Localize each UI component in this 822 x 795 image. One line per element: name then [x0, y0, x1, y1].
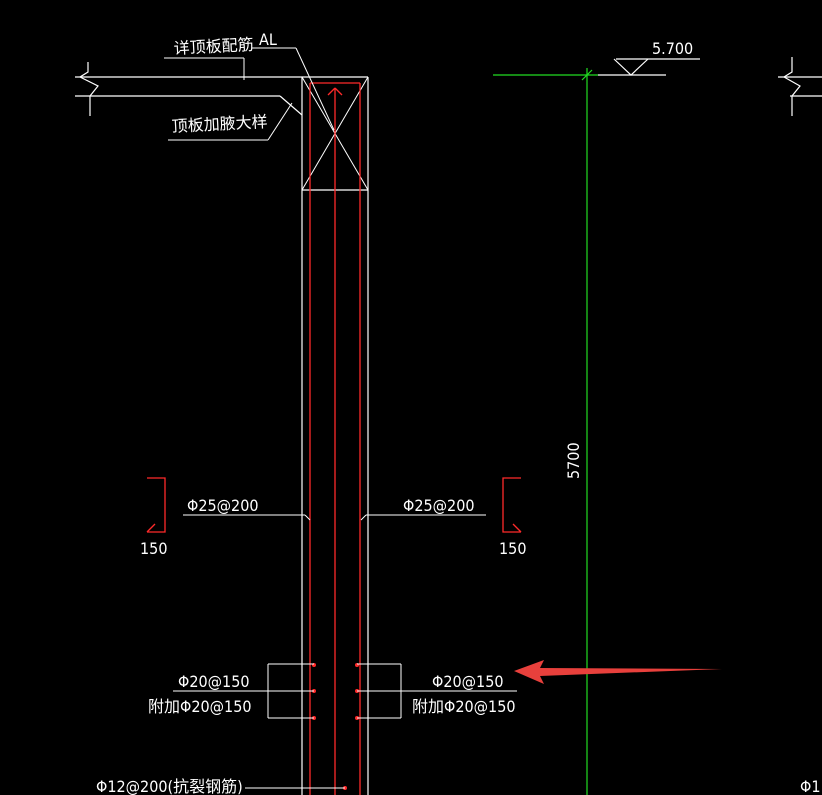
- additional-bar-left: 附加Φ20@150: [148, 697, 252, 716]
- horizontal-bar-leaders: [173, 663, 517, 719]
- hook-length-right: 150: [499, 539, 526, 558]
- horizontal-bar-right: Φ20@150: [432, 672, 504, 691]
- annotation-arrow: [514, 660, 722, 684]
- additional-bar-right: 附加Φ20@150: [412, 697, 516, 716]
- top-slab-left: [75, 62, 303, 116]
- hook-detail-right: [502, 477, 522, 533]
- slab-reinforcement-leader: [164, 57, 245, 80]
- hook-detail-left: [146, 477, 166, 533]
- wall-rebar: [309, 82, 361, 795]
- hook-length-left: 150: [140, 539, 167, 558]
- beam-tag: AL: [259, 30, 277, 49]
- horizontal-bar-left: Φ20@150: [178, 672, 250, 691]
- vertical-bar-leaders: [183, 514, 486, 521]
- haunch-detail-leader: [168, 102, 293, 141]
- crack-bar-label: Φ12@200(抗裂钢筋): [96, 777, 243, 795]
- slab-reinforcement-note: 详顶板配筋: [173, 35, 254, 58]
- vertical-bar-left: Φ25@200: [187, 496, 259, 515]
- beam-tag-leader: [252, 47, 335, 131]
- height-dimension-line: [493, 68, 598, 795]
- haunch-detail-note: 顶板加腋大样: [171, 112, 268, 136]
- edge-bar-fragment: Φ1: [800, 777, 820, 795]
- vertical-bar-right: Φ25@200: [403, 496, 475, 515]
- elevation-marker: [598, 58, 700, 76]
- elevation-value: 5.700: [652, 39, 693, 58]
- top-slab-right-fragment: [778, 57, 822, 116]
- height-dimension: 5700: [564, 442, 583, 479]
